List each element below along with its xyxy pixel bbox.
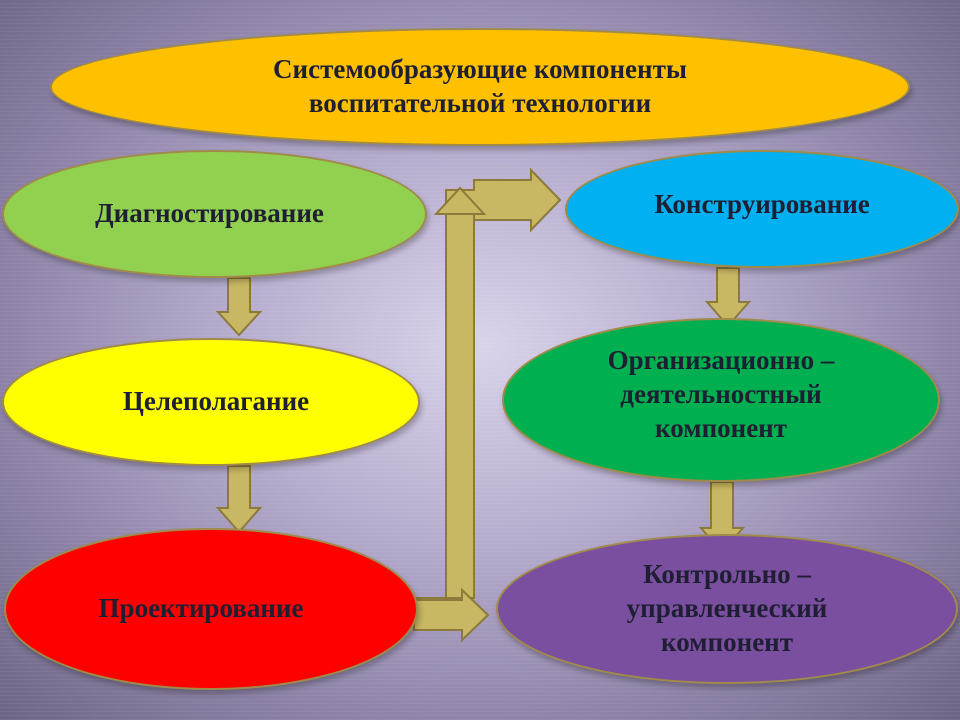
node-organizational-label: Организационно – деятельностный компонен… [607, 345, 835, 443]
node-construction-label: Конструирование [654, 189, 870, 220]
node-design-label: Проектирование [98, 593, 304, 624]
arrow-diagnostics-to-goal [215, 277, 263, 337]
node-control-label: Контрольно – управленческий компонент [626, 559, 828, 657]
node-design: Проектирование [4, 528, 418, 690]
arrow-elbow-upper-segment [445, 211, 475, 599]
node-goal-setting: Целеполагание [2, 338, 420, 466]
node-construction: Конструирование [565, 150, 959, 268]
title-ellipse: Системообразующие компоненты воспитатель… [50, 28, 910, 146]
node-control: Контрольно – управленческий компонент [496, 534, 958, 684]
node-goal-setting-label: Целеполагание [122, 386, 310, 417]
arrow-construction-to-org [704, 267, 752, 328]
arrow-design-to-control [413, 587, 490, 643]
node-organizational: Организационно – деятельностный компонен… [502, 318, 940, 482]
arrow-elbow-up-head [433, 186, 487, 215]
node-diagnostics-label: Диагностирование [95, 198, 324, 229]
diagram-title: Системообразующие компоненты воспитатель… [273, 54, 687, 118]
node-diagnostics: Диагностирование [2, 150, 427, 278]
arrow-goal-to-design [215, 465, 263, 534]
